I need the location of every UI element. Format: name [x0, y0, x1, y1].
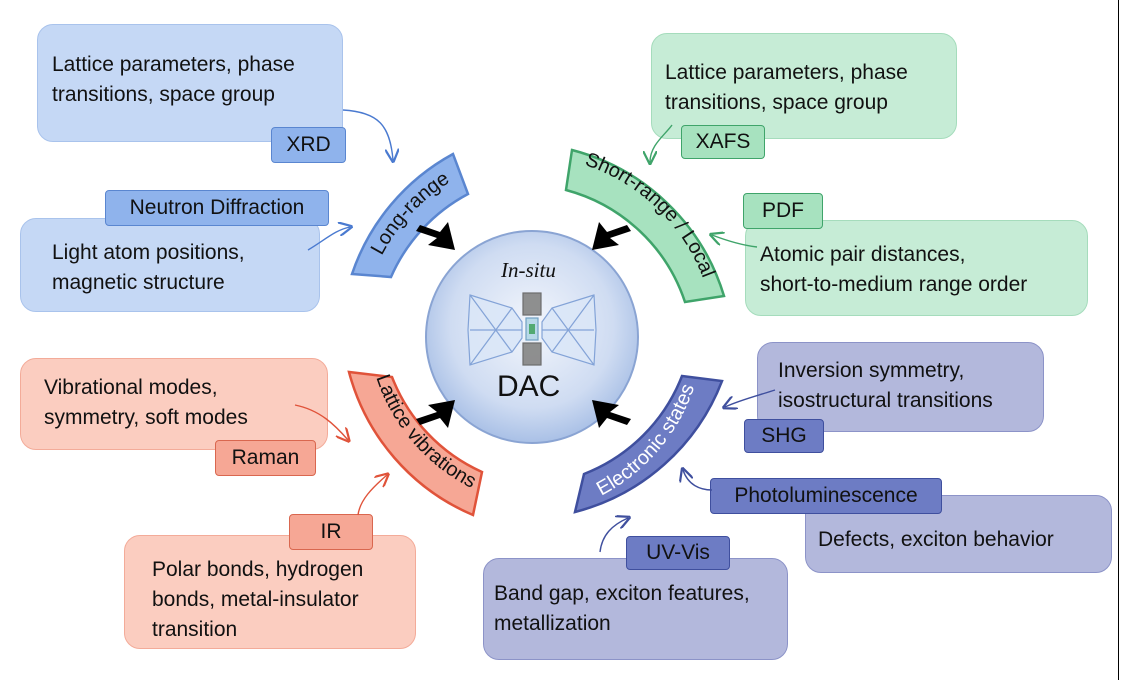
lattice-vibrations-arc — [347, 370, 484, 517]
electronic-states-arc — [573, 374, 724, 514]
xafs-tag: XAFS — [681, 125, 765, 159]
dac-label: DAC — [497, 370, 561, 403]
pl-info-text: Defects, exciton behavior — [818, 528, 1054, 551]
raman-connector — [294, 404, 348, 440]
neutron-connector — [307, 227, 350, 251]
pdf-info-box — [745, 220, 1088, 316]
ir-connector — [357, 475, 387, 516]
xrd-info-text: Lattice parameters, phase transitions, s… — [52, 53, 295, 106]
raman-tag: Raman — [215, 440, 316, 476]
ir-info-text: Polar bonds, hydrogen bonds, metal-insul… — [152, 558, 364, 641]
diamond-anvil-cell-icon — [467, 292, 597, 366]
frame-border — [1118, 0, 1119, 680]
arrow-top-left — [416, 222, 455, 250]
raman-info-text: Vibrational modes, symmetry, soft modes — [44, 376, 248, 429]
neutron-info-box — [20, 218, 320, 312]
neutron-diffraction-tag: Neutron Diffraction — [105, 190, 329, 226]
shg-info-box — [757, 342, 1044, 432]
short-range-arc — [564, 148, 726, 304]
neutron-info-text: Light atom positions, magnetic structure — [52, 241, 245, 294]
in-situ-label: In-situ — [501, 258, 556, 282]
pdf-connector — [712, 235, 758, 248]
photoluminescence-tag: Photoluminescence — [710, 478, 942, 514]
arrow-bottom-right — [592, 400, 631, 428]
xafs-info-text: Lattice parameters, phase transitions, s… — [665, 61, 908, 114]
pdf-info-text: Atomic pair distances, short-to-medium r… — [760, 243, 1028, 296]
pdf-tag: PDF — [743, 193, 823, 229]
long-range-arc — [350, 152, 470, 279]
raman-info-box — [20, 358, 328, 450]
shg-tag: SHG — [744, 419, 824, 453]
xrd-tag: XRD — [271, 127, 346, 163]
uvvis-info-box — [483, 558, 788, 660]
xafs-connector — [650, 124, 673, 162]
ir-tag: IR — [289, 514, 373, 550]
xafs-info-box — [651, 33, 957, 139]
arrow-bottom-left — [416, 400, 455, 428]
xrd-info-box — [37, 24, 343, 142]
uvvis-info-text: Band gap, exciton features, metallizatio… — [494, 582, 750, 635]
inward-arrows — [416, 222, 631, 428]
pl-connector — [683, 470, 713, 491]
uvvis-connector — [599, 518, 628, 553]
uvvis-tag: UV-Vis — [626, 536, 730, 570]
ir-info-box — [124, 535, 416, 649]
xrd-connector — [342, 109, 393, 160]
arrow-top-right — [592, 222, 631, 250]
shg-info-text: Inversion symmetry, isostructural transi… — [778, 359, 993, 412]
shg-connector — [725, 389, 776, 407]
